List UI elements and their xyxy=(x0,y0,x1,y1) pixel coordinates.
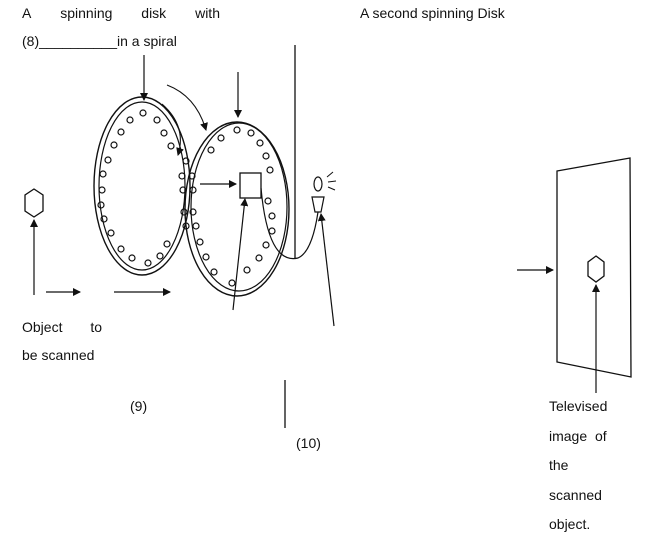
disk1-title-line2: (8)__________in a spiral xyxy=(22,32,177,50)
televised-line5: object. xyxy=(549,516,591,532)
disk1-holes xyxy=(97,109,175,267)
disk2-holes xyxy=(192,126,276,287)
televised-line4: scanned xyxy=(549,487,602,503)
disk1-word: disk xyxy=(141,5,167,21)
object-word: Object xyxy=(22,319,63,335)
label-9: (9) xyxy=(130,398,148,414)
wire-to-lamp xyxy=(260,187,319,260)
televised-line3: the xyxy=(549,457,569,473)
televised-line1: Televised xyxy=(549,398,608,414)
label-10-pointer-arrow xyxy=(317,213,335,327)
lamp-icon xyxy=(311,171,337,213)
spinning-disk-1 xyxy=(93,96,191,276)
blank-number-8: (8) xyxy=(22,33,40,49)
disk1-title-line1: A spinning disk with xyxy=(22,4,220,22)
disk1-word: with xyxy=(195,5,220,21)
curved-arrow-lower xyxy=(161,103,184,156)
photocell-box xyxy=(239,172,262,199)
fill-in-blank: __________ xyxy=(39,33,117,49)
disk2-title: A second spinning Disk xyxy=(360,5,505,21)
televised-image-hexagon-icon xyxy=(587,255,605,283)
tv-screen xyxy=(556,157,632,378)
object-hexagon-icon xyxy=(24,188,44,218)
object-word: to xyxy=(90,319,102,335)
label-9-pointer-arrow xyxy=(232,198,249,311)
object-label-line1: Object to xyxy=(22,318,102,336)
label-10: (10) xyxy=(296,435,321,451)
curved-arrow-upper xyxy=(166,84,208,131)
disk1-word: A xyxy=(22,5,32,21)
object-label-line2: be scanned xyxy=(22,347,95,363)
disk1-tail: in a spiral xyxy=(117,33,177,49)
disk1-word: spinning xyxy=(60,5,113,21)
televised-line2: image of xyxy=(549,428,607,444)
overlap-holes xyxy=(178,157,197,230)
